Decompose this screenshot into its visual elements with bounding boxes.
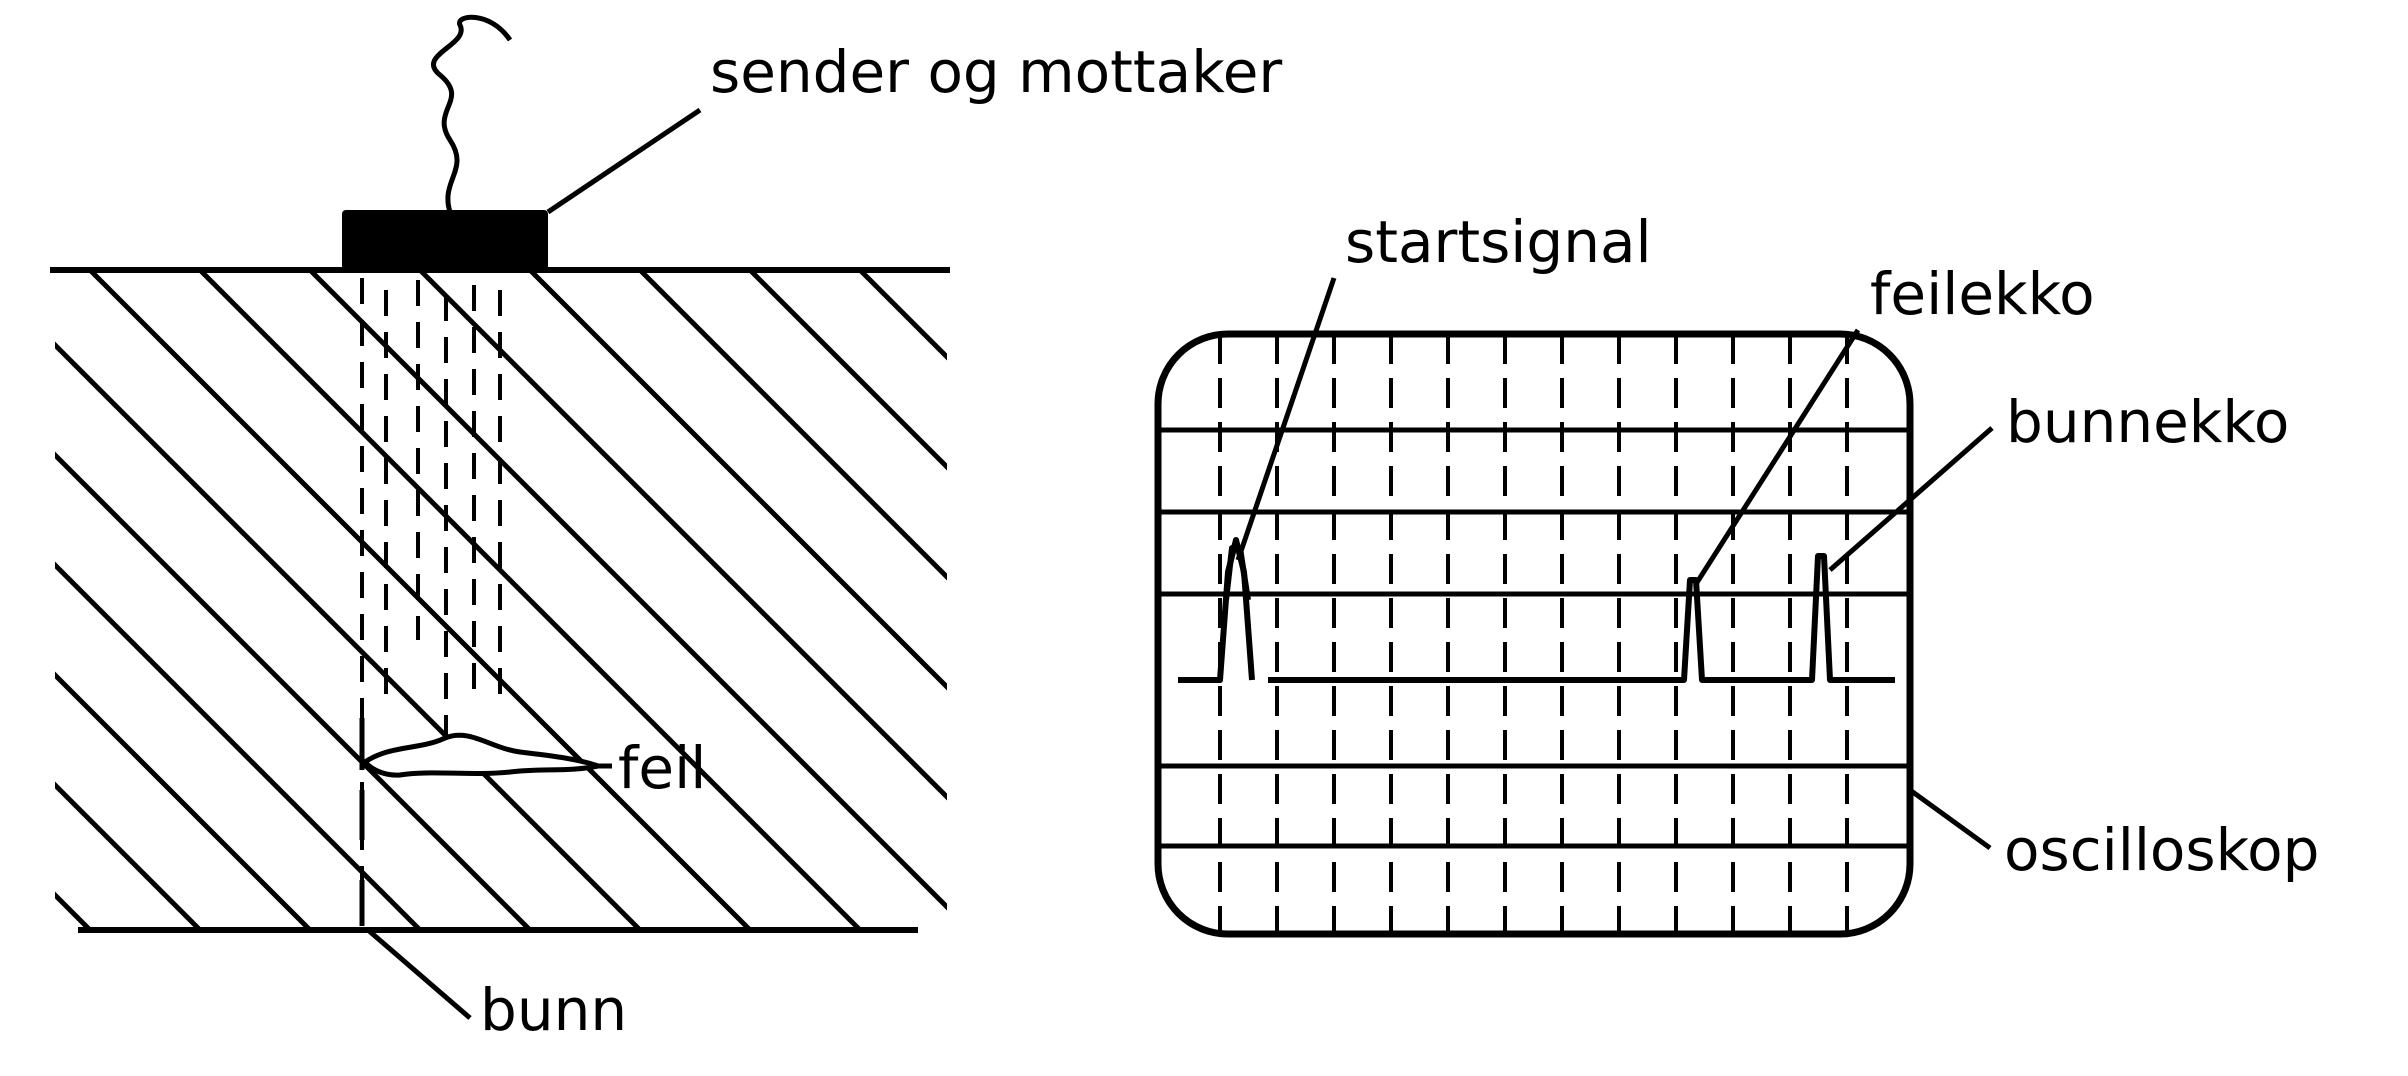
hatch-line [55, 451, 532, 930]
oscilloscope-screen [1154, 330, 1914, 938]
bottom-echo-leader-line [1828, 426, 1994, 572]
transducer-leader-line [546, 107, 702, 215]
test-block [50, 14, 1630, 1020]
bottom-echo-pulse [1800, 553, 1895, 683]
start-signal-leader-line [1235, 277, 1337, 561]
hatch-line [55, 561, 422, 930]
bottom-echo-label: bunnekko [2006, 388, 2289, 456]
defect-echo-label: feilekko [1870, 260, 2095, 328]
bottom-leader-line [366, 928, 472, 1020]
hatch-line [638, 270, 947, 581]
hatch-line [748, 270, 947, 471]
oscilloscope-leader-line [1908, 787, 1992, 851]
defect-echo-pulse [1672, 577, 1800, 683]
defect-echo-leader-line [1693, 328, 1861, 586]
oscilloscope-label: oscilloskop [2004, 816, 2319, 884]
hatch-line [55, 341, 642, 930]
screen-horizontal-grid [1158, 427, 1910, 849]
oscilloscope [1154, 277, 1994, 938]
oscilloscope-trace [1178, 537, 1895, 683]
hatch-line [528, 270, 947, 691]
hatch-line [198, 270, 862, 930]
defect-label: feil [618, 734, 706, 802]
sound-beam [360, 278, 502, 905]
hatch-line [55, 781, 202, 930]
material-hatching [55, 270, 1630, 930]
transducer-probe [342, 210, 548, 270]
hatch-line [418, 270, 947, 801]
transducer-label: sender og mottaker [710, 38, 1282, 106]
hatch-line [55, 671, 312, 930]
hatch-line [970, 270, 1630, 930]
start-signal-spike-edge [1223, 545, 1251, 601]
transducer-cable [430, 14, 513, 213]
hatch-line [308, 270, 947, 911]
bottom-label: bunn [480, 976, 627, 1044]
start-signal-label: startsignal [1345, 208, 1652, 276]
hatch-line [858, 270, 947, 361]
